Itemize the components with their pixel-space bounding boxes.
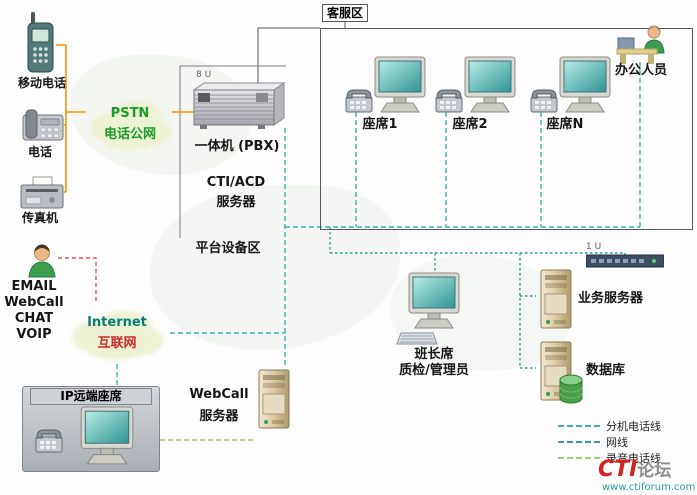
supervisor-label: 班长席 xyxy=(414,347,454,362)
business-server-label: 业务服务器 xyxy=(578,291,644,306)
cti-server-label: 服务器 xyxy=(216,195,256,210)
cti-acd-label: CTI/ACD xyxy=(206,175,266,190)
fax-machine-icon xyxy=(20,176,64,210)
forum-logo-text: 论坛 xyxy=(637,461,672,481)
ip-remote-seat-header: IP远端座席 xyxy=(30,388,152,405)
pstn-cloud-subtitle: 电话公网 xyxy=(103,127,156,142)
channel-webcall-label: WebCall xyxy=(4,295,64,310)
cloud-shape xyxy=(72,311,163,360)
legend-row-ext-phone-line: 分机电话线 xyxy=(558,418,661,434)
cti-forum-url: www.ctiforum.com xyxy=(602,482,696,493)
supervisor-monitor-icon xyxy=(408,272,460,332)
map-background-shape xyxy=(150,185,400,350)
agent-label: 座席1 xyxy=(362,117,398,132)
pstn-cloud: PSTN 电话公网 xyxy=(84,90,176,160)
agent-phone-icon xyxy=(344,88,374,114)
cloud-shape xyxy=(91,101,171,151)
mobile-phone-label: 移动电话 xyxy=(17,76,66,90)
fax-machine-label: 传真机 xyxy=(21,211,58,225)
office-worker-icon xyxy=(616,24,670,64)
remote-monitor-icon xyxy=(80,406,134,468)
rack-server-icon xyxy=(585,254,665,268)
internet-cloud-subtitle: 互联网 xyxy=(97,336,137,351)
cti-forum-logo: CTI论坛 xyxy=(598,456,671,482)
webcall-server-icon xyxy=(254,368,294,430)
keyboard-icon xyxy=(396,332,438,346)
mobile-phone-icon xyxy=(26,12,56,74)
service-area-region xyxy=(320,28,693,230)
remote-phone-icon xyxy=(34,428,64,454)
channel-voip-label: VOIP xyxy=(16,327,52,342)
channel-email-label: EMAIL xyxy=(11,279,57,294)
qc-admin-label: 质检/管理员 xyxy=(399,363,469,378)
legend-label: 录音电话线 xyxy=(606,452,661,465)
agent-label: 座席N xyxy=(546,117,584,132)
legend-row-network-line: 网线 xyxy=(558,434,628,450)
monitor-icon xyxy=(559,56,611,116)
legend-line-recording xyxy=(558,457,600,459)
agent-label: 座席2 xyxy=(452,117,488,132)
business-server-icon xyxy=(536,268,576,330)
webcall-server-label-2: 服务器 xyxy=(199,409,239,424)
channel-chat-label: CHAT xyxy=(14,311,54,326)
monitor-icon xyxy=(464,56,516,116)
cti-logo-text: CTI xyxy=(598,457,638,482)
internet-cloud: Internet 互联网 xyxy=(64,300,170,368)
legend-label: 网线 xyxy=(606,436,628,449)
database-cylinder-icon xyxy=(558,374,584,404)
pbx-server-icon xyxy=(190,80,286,130)
office-staff-label: 办公人员 xyxy=(614,63,667,78)
internet-cloud-title: Internet xyxy=(87,315,147,330)
monitor-icon xyxy=(374,56,426,116)
service-area-tag: 客服区 xyxy=(322,4,368,22)
agent-phone-icon xyxy=(434,88,464,114)
pstn-cloud-title: PSTN xyxy=(110,106,150,121)
rack-units-label: 1 U xyxy=(586,242,602,252)
legend-row-recording-line: 录音电话线 xyxy=(558,450,661,466)
platform-area-label: 平台设备区 xyxy=(195,241,261,256)
agent-phone-icon xyxy=(529,88,559,114)
legend-line-ext-phone xyxy=(558,425,600,427)
pbx-units-label: 8 U xyxy=(196,70,212,80)
legend-line-network xyxy=(558,441,600,443)
webcall-server-label-1: WebCall xyxy=(189,387,249,402)
database-label: 数据库 xyxy=(586,363,626,378)
legend-label: 分机电话线 xyxy=(606,420,661,433)
desk-phone-label: 电话 xyxy=(27,145,52,159)
web-user-icon xyxy=(26,244,58,278)
desk-phone-icon xyxy=(22,108,64,142)
pbx-label: 一体机 (PBX) xyxy=(194,139,280,154)
